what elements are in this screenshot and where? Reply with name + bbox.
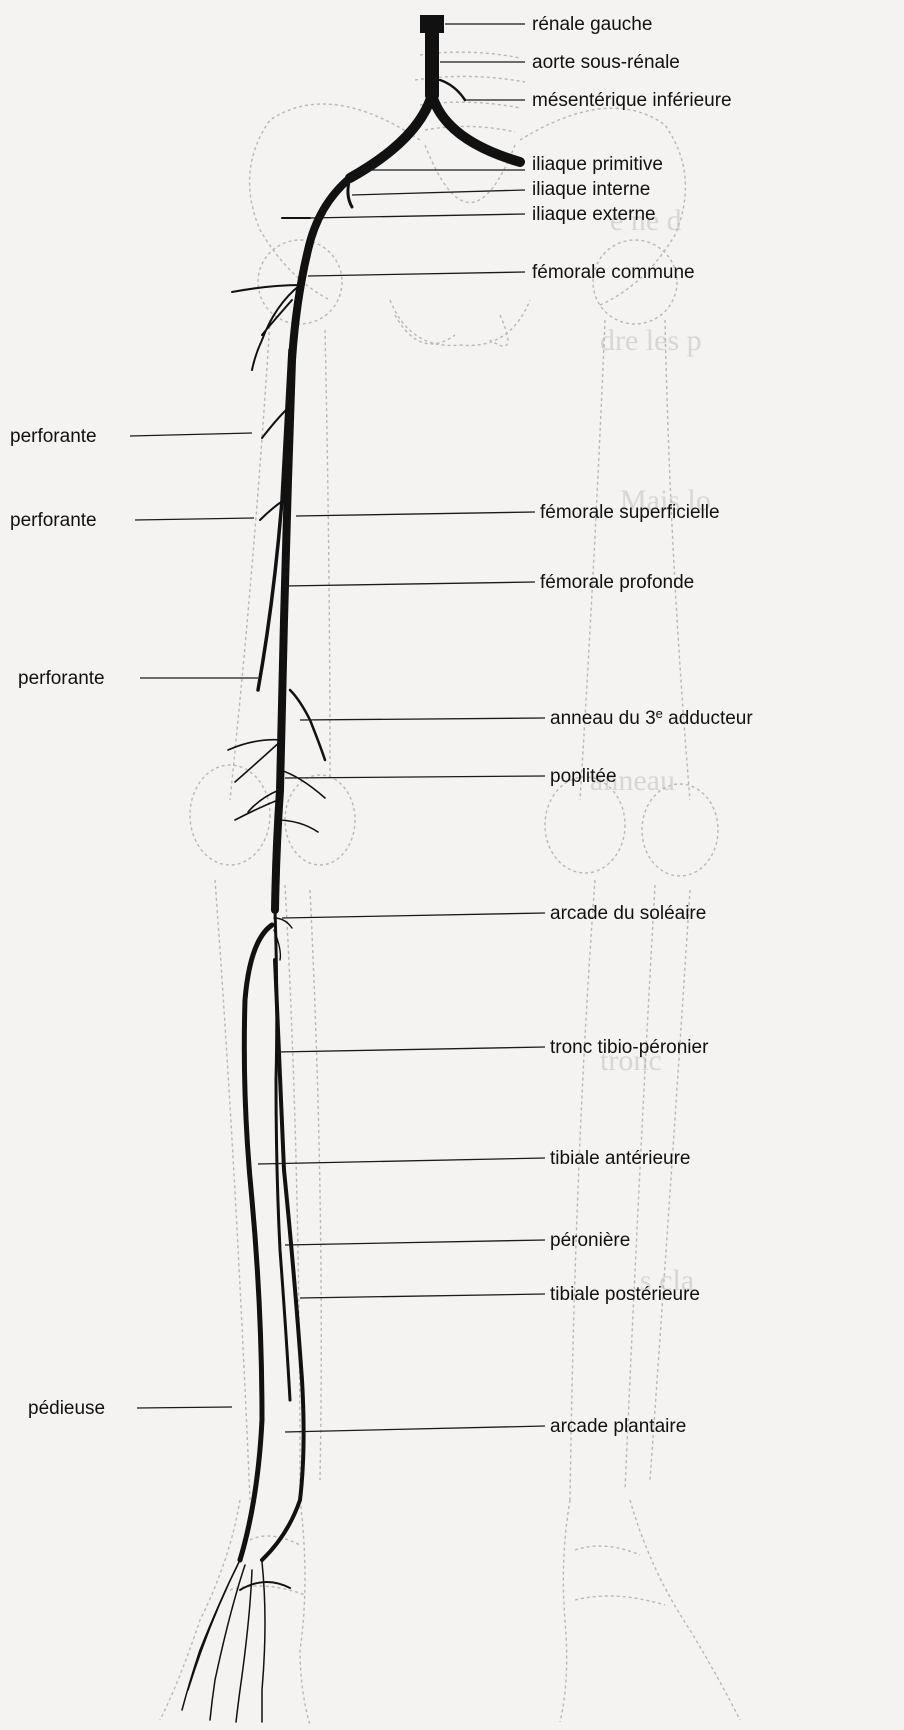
label-iliaque-primitive: iliaque primitive (532, 154, 663, 175)
label-anneau-3e-adducteur: anneau du 3e adducteur (550, 706, 753, 729)
left-labels: perforante perforante perforante pédieus… (10, 426, 105, 1419)
descending-genicular (290, 690, 325, 760)
right-leader-lines (258, 24, 545, 1432)
label-tibiale-posterieure: tibiale postérieure (550, 1284, 700, 1305)
label-iliaque-interne: iliaque interne (532, 179, 650, 200)
perforating-branch-1 (262, 410, 286, 438)
common-iliac-left (350, 95, 432, 178)
background-bleed-through: e ne d dre les p Mais lo anneau tronc s … (590, 204, 711, 1297)
label-arcade-soleaire: arcade du soléaire (550, 903, 706, 924)
label-perforante-1: perforante (10, 426, 97, 447)
label-iliaque-externe: iliaque externe (532, 204, 656, 225)
common-iliac-right (432, 95, 520, 162)
label-mesenterique-inferieure: mésentérique inférieure (532, 90, 732, 111)
label-perforante-3: perforante (18, 668, 105, 689)
label-tronc-tibio-peronier: tronc tibio-péronier (550, 1037, 709, 1058)
anterior-tibial-artery (240, 925, 272, 1560)
label-tibiale-anterieure: tibiale antérieure (550, 1148, 690, 1169)
label-perforante-2: perforante (10, 510, 97, 531)
arterial-tree (182, 15, 520, 1722)
external-iliac-femoral-trunk (275, 178, 350, 910)
plantar-arch (240, 1582, 290, 1590)
skeleton-outline (160, 52, 740, 1725)
label-arcade-plantaire: arcade plantaire (550, 1416, 686, 1437)
label-femorale-commune: fémorale commune (532, 262, 695, 283)
label-femorale-profonde: fémorale profonde (540, 572, 694, 593)
label-renale-gauche: rénale gauche (532, 14, 652, 35)
label-femorale-superficielle: fémorale superficielle (540, 502, 720, 523)
inferior-mesenteric-artery (440, 80, 465, 100)
label-aorte-sous-renale: aorte sous-rénale (532, 52, 680, 73)
label-peroniere: péronière (550, 1230, 630, 1251)
posterior-tibial-artery (262, 960, 304, 1560)
label-pedieuse: pédieuse (28, 1398, 105, 1419)
svg-text:dre les p: dre les p (600, 324, 702, 357)
label-poplitee: poplitée (550, 766, 617, 787)
left-leader-lines (130, 433, 258, 1408)
